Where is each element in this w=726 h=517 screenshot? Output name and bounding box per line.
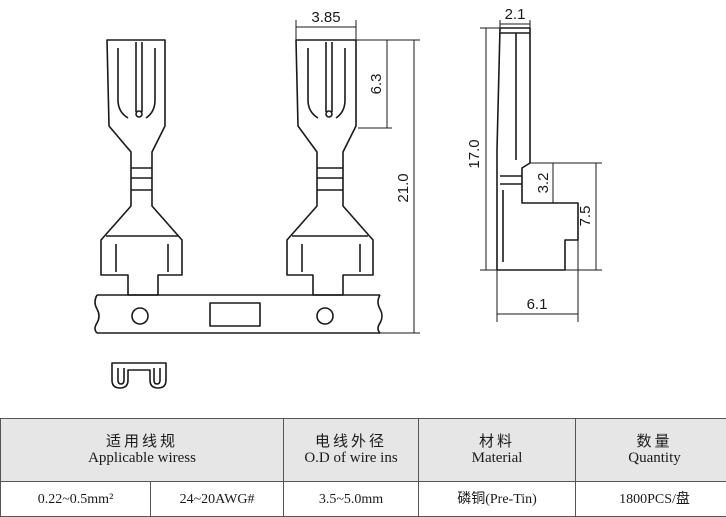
dim-side-length: 17.0	[466, 139, 483, 168]
terminal-left-front-view	[100, 39, 183, 296]
terminal-side-view	[496, 27, 579, 271]
carrier-strip	[94, 294, 383, 334]
dim-insulation-gap: 3.2	[535, 173, 552, 194]
cell-wire-od: 3.5~5.0mm	[283, 481, 420, 517]
pilot-hole-left	[131, 307, 149, 325]
cell-material: 磷铜(Pre-Tin)	[418, 481, 577, 517]
dim-contact-length: 6.3	[368, 74, 385, 95]
strip-slot	[209, 302, 261, 327]
dim-width-top: 3.85	[311, 9, 340, 26]
spec-table-row: 0.22~0.5mm² 24~20AWG# 3.5~5.0mm 磷铜(Pre-T…	[0, 481, 726, 517]
cross-section-icon	[111, 362, 167, 389]
header-applicable-wires: 适用线规 Applicable wiress	[0, 418, 285, 482]
dimension-lines	[295, 20, 602, 334]
dim-total-length: 21.0	[395, 173, 412, 202]
pilot-hole-right	[316, 307, 334, 325]
dim-crimp-height: 7.5	[577, 206, 594, 227]
spec-table: 适用线规 Applicable wiress 电线外径 O.D of wire …	[0, 418, 726, 517]
dim-thickness: 2.1	[505, 6, 526, 23]
dim-bottom-width: 6.1	[527, 296, 548, 313]
cell-wire-awg: 24~20AWG#	[149, 481, 285, 517]
header-wire-od: 电线外径 O.D of wire ins	[283, 418, 420, 482]
spec-table-header-row: 适用线规 Applicable wiress 电线外径 O.D of wire …	[0, 418, 726, 482]
cell-quantity: 1800PCS/盘	[575, 481, 726, 517]
cell-wire-area: 0.22~0.5mm²	[0, 481, 151, 517]
terminal-right-front-view	[286, 39, 374, 296]
header-material: 材料 Material	[418, 418, 577, 482]
header-quantity: 数量 Quantity	[575, 418, 726, 482]
terminal-technical-drawing: 3.85 2.1 6.3 21.0 17.0 3.2 7.5 6.1	[94, 6, 602, 389]
